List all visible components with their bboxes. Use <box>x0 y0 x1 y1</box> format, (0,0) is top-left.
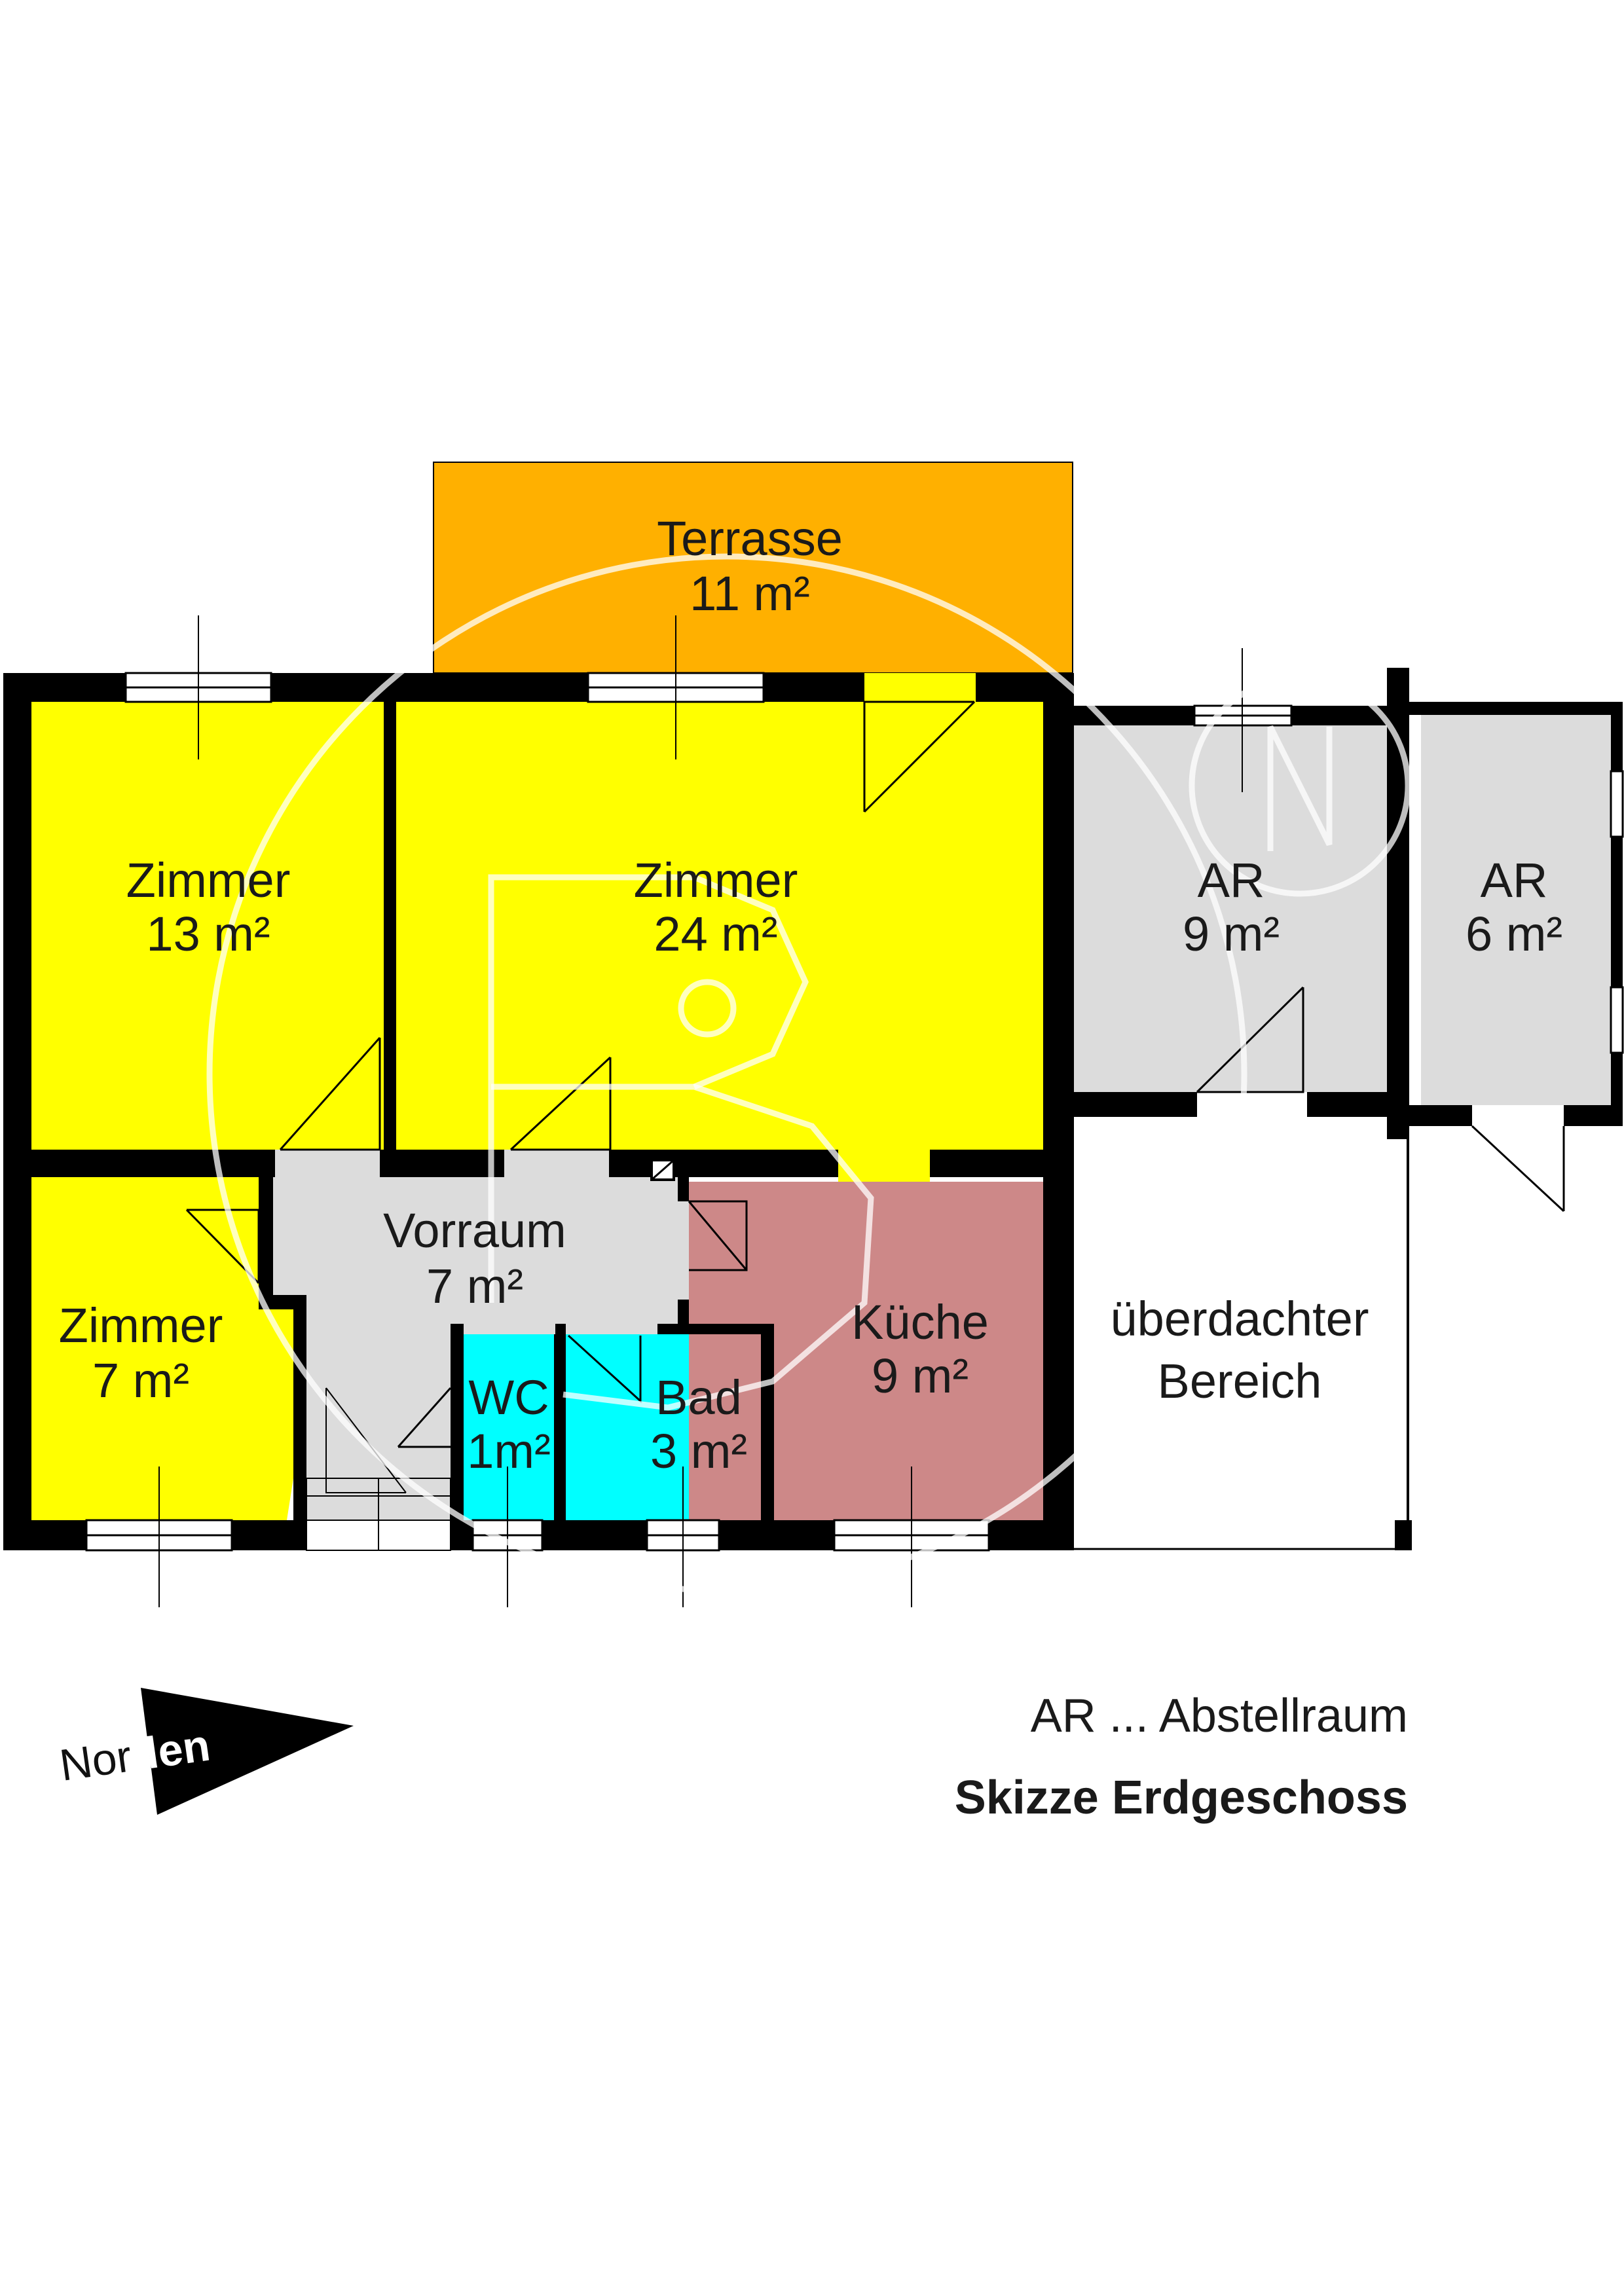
ar-9-name: AR <box>1198 853 1265 907</box>
ueberdacht-name: überdachter <box>1111 1292 1369 1346</box>
ar-9-area-value: 9 m² <box>1183 907 1280 961</box>
north-label-start: Nor <box>57 1731 135 1791</box>
ar-6-area <box>1421 715 1611 1105</box>
wc-area-value: 1m² <box>467 1424 550 1478</box>
zimmer-24-name: Zimmer <box>634 853 798 907</box>
ar-6-name: AR <box>1481 853 1548 907</box>
north-arrow: Norden <box>57 1688 354 1815</box>
ueberdacht-sub: Bereich <box>1158 1354 1322 1408</box>
wc-name: WC <box>468 1370 549 1425</box>
terrasse-area-value: 11 m² <box>690 566 810 621</box>
room-labels: Terrasse 11 m² Zimmer 13 m² Zimmer 24 m²… <box>59 511 1562 1478</box>
wc-area <box>464 1334 554 1520</box>
terrasse-area <box>433 462 1073 674</box>
zimmer-7-name: Zimmer <box>59 1298 223 1353</box>
zimmer-13-area-value: 13 m² <box>146 907 270 961</box>
watermark <box>206 553 1411 1594</box>
legend-abbreviation: AR ... Abstellraum <box>1031 1690 1408 1742</box>
zimmer-7-area <box>31 1177 293 1520</box>
kueche-area-value: 9 m² <box>872 1349 969 1403</box>
terrasse-name: Terrasse <box>657 511 843 566</box>
vorraum-area <box>259 1160 681 1520</box>
plan-title: Skizze Erdgeschoss <box>955 1772 1408 1824</box>
vorraum-area-value: 7 m² <box>426 1259 523 1313</box>
north-arrow-icon <box>141 1688 354 1815</box>
bad-area-value: 3 m² <box>650 1424 747 1478</box>
north-label: Norden <box>57 1721 213 1791</box>
zimmer-7-area-value: 7 m² <box>92 1353 189 1408</box>
zimmer-24-area-value: 24 m² <box>654 907 777 961</box>
window-axes <box>158 615 1243 1607</box>
zimmer-13-name: Zimmer <box>126 853 291 907</box>
vorraum-name: Vorraum <box>383 1203 566 1258</box>
ar-6-area-value: 6 m² <box>1466 907 1562 961</box>
ar-9-area <box>1074 725 1387 1092</box>
kueche-name: Küche <box>851 1295 989 1349</box>
north-label-end: den <box>128 1721 213 1781</box>
bad-name: Bad <box>655 1370 742 1425</box>
